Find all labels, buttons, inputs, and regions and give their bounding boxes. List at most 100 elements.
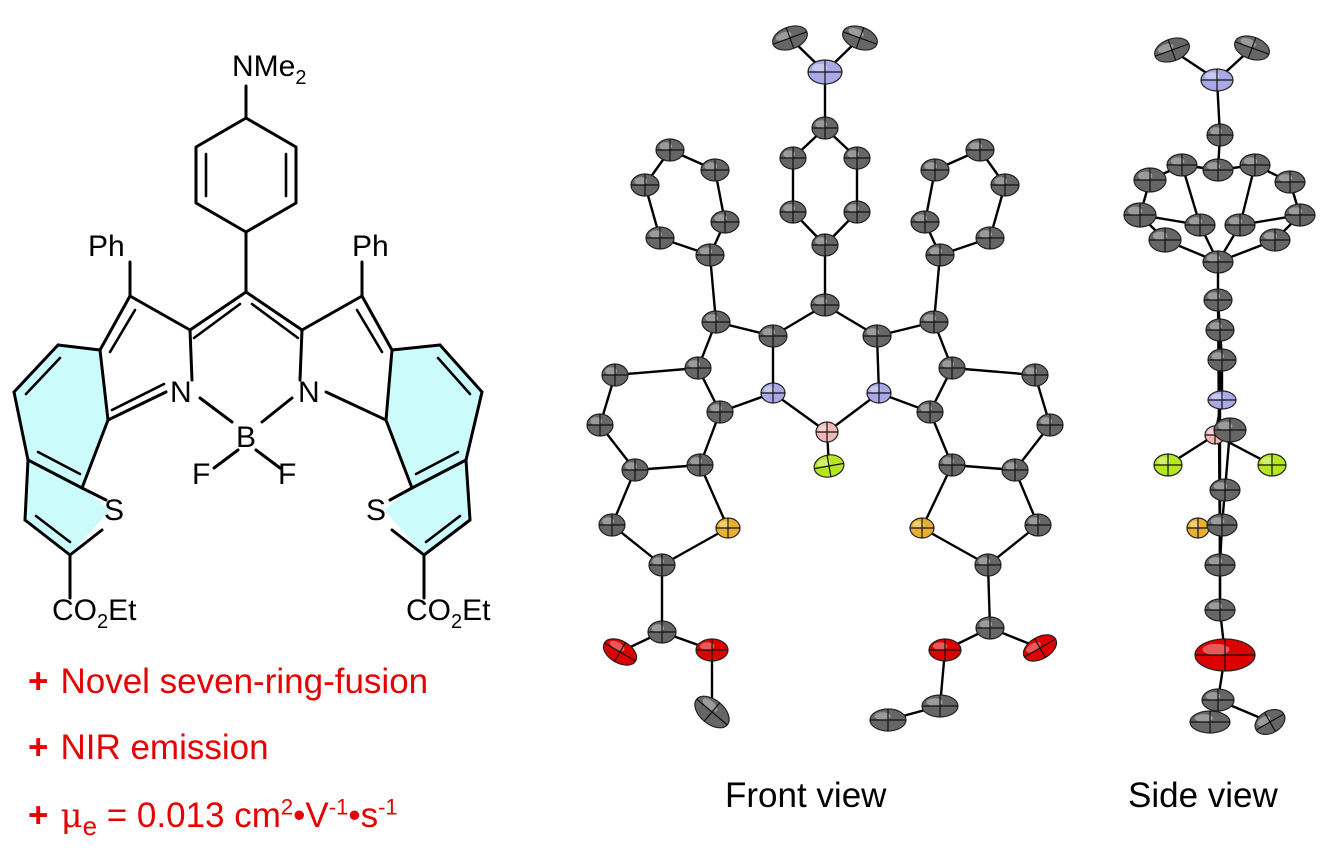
side-ellipsoid-highlight — [1288, 207, 1303, 215]
front-ellipsoid-highlight — [704, 162, 718, 170]
ester-right-label: CO2Et — [406, 594, 491, 633]
front-atom-c — [700, 158, 730, 182]
front-ellipsoid-highlight — [923, 314, 937, 322]
front-ellipsoid-highlight — [625, 462, 637, 470]
side-ellipsoid-highlight — [1263, 232, 1278, 240]
front-ellipsoid-highlight — [705, 314, 719, 322]
front-atom-n — [760, 382, 786, 404]
side-ellipsoid-highlight — [1211, 393, 1225, 400]
front-atom-c — [869, 708, 907, 732]
front-atom-c — [843, 146, 871, 170]
side-atom-c — [1148, 227, 1182, 253]
side-atom-c — [1189, 710, 1231, 734]
front-atom-c — [843, 200, 871, 224]
front-atom-c — [758, 324, 788, 348]
side-ellipsoid-highlight — [1210, 127, 1222, 135]
front-atom-c — [938, 453, 966, 477]
front-ellipsoid-highlight — [847, 150, 859, 158]
front-ellipsoid-highlight — [926, 698, 943, 706]
fluorine-right-label: F — [278, 458, 296, 491]
front-ellipsoid-highlight — [783, 150, 795, 158]
front-atom-c — [862, 324, 892, 348]
front-atom-n — [866, 382, 892, 404]
front-atom-c — [990, 173, 1020, 197]
side-atom-c — [1207, 348, 1237, 372]
front-ellipsoid-highlight — [815, 237, 827, 245]
front-ellipsoid-highlight — [942, 457, 954, 465]
fluorine-left-label: F — [192, 458, 210, 491]
side-atom-c — [1209, 478, 1241, 502]
front-ellipsoid-highlight — [605, 367, 617, 375]
side-atom-c — [1202, 250, 1234, 274]
side-atom-c — [1284, 203, 1316, 227]
front-ellipsoid-highlight — [817, 459, 831, 467]
front-principal-axis — [826, 455, 832, 477]
phenyl-right-label: Ph — [352, 230, 389, 263]
side-atom-c — [1206, 513, 1238, 537]
front-ellipsoid-highlight — [702, 698, 718, 712]
front-atom-c — [601, 363, 629, 387]
front-atom-c — [842, 25, 878, 51]
sulfur-right-label: S — [366, 494, 386, 527]
front-ellipsoid-highlight — [1040, 417, 1052, 425]
chemical-structure: NMe2 Ph Ph N N B F F S S CO2Et CO2Et — [12, 50, 491, 633]
front-ellipsoid-highlight — [924, 162, 938, 170]
front-ellipsoid-highlight — [1028, 517, 1040, 525]
side-atom-c — [1234, 35, 1270, 61]
front-atom-c — [1024, 513, 1052, 537]
front-ellipsoid-highlight — [634, 177, 648, 185]
aniline-ring — [194, 84, 298, 294]
front-ellipsoid-highlight — [1026, 642, 1041, 653]
side-atom-c — [1205, 318, 1235, 342]
front-bond — [614, 366, 699, 377]
side-atom-c — [1254, 708, 1286, 736]
front-atom-c — [810, 293, 840, 317]
front-ellipsoid-highlight — [814, 297, 828, 305]
front-ellipsoid-highlight — [719, 521, 730, 528]
front-atom-c — [694, 695, 730, 729]
side-view-atoms — [1123, 35, 1316, 736]
front-atom-c — [925, 243, 955, 267]
front-atom-f — [813, 454, 845, 478]
side-ellipsoid-highlight — [1153, 231, 1168, 240]
front-ellipsoid-highlight — [978, 557, 990, 565]
front-ellipsoid-highlight — [866, 328, 880, 336]
front-atom-c — [630, 173, 660, 197]
side-atom-o — [1194, 638, 1256, 672]
front-principal-axis — [703, 702, 721, 722]
front-ellipsoid-highlight — [699, 247, 713, 255]
side-view-caption: Side view — [1128, 776, 1278, 815]
front-atom-c — [648, 553, 676, 577]
side-ellipsoid-highlight — [1206, 692, 1221, 700]
front-ellipsoid-highlight — [933, 642, 948, 650]
side-atom-c — [1203, 288, 1233, 312]
side-atom-c — [1224, 213, 1256, 237]
side-ellipsoid-highlight — [1195, 714, 1213, 722]
front-atom-c — [811, 233, 839, 257]
side-ellipsoid-highlight — [1189, 521, 1200, 528]
side-ellipsoid-highlight — [1170, 157, 1185, 165]
front-atom-c — [975, 226, 1005, 250]
side-ellipsoid-highlight — [1218, 421, 1233, 430]
front-atom-c — [779, 146, 807, 170]
front-atom-c — [772, 25, 808, 51]
front-principal-axis — [785, 27, 795, 49]
core-bonds — [98, 260, 394, 470]
side-atom-s — [1186, 517, 1210, 539]
front-atom-b — [815, 421, 839, 443]
side-ellipsoid-highlight — [1206, 254, 1221, 262]
ester-left-label: CO2Et — [52, 594, 137, 633]
side-ellipsoid-highlight — [1205, 72, 1220, 80]
front-atom-c — [811, 116, 839, 140]
front-atom-o — [928, 638, 962, 662]
front-atom-c — [1001, 458, 1029, 482]
side-atom-n — [1207, 390, 1237, 410]
side-ellipsoid-highlight — [1157, 457, 1171, 465]
front-ellipsoid-highlight — [929, 247, 943, 255]
side-atom-n — [1200, 68, 1234, 92]
front-ellipsoid-highlight — [979, 230, 993, 238]
front-atom-o — [602, 638, 638, 666]
side-principal-axis — [1247, 37, 1257, 59]
front-atom-c — [910, 210, 940, 234]
front-atom-c — [621, 458, 649, 482]
